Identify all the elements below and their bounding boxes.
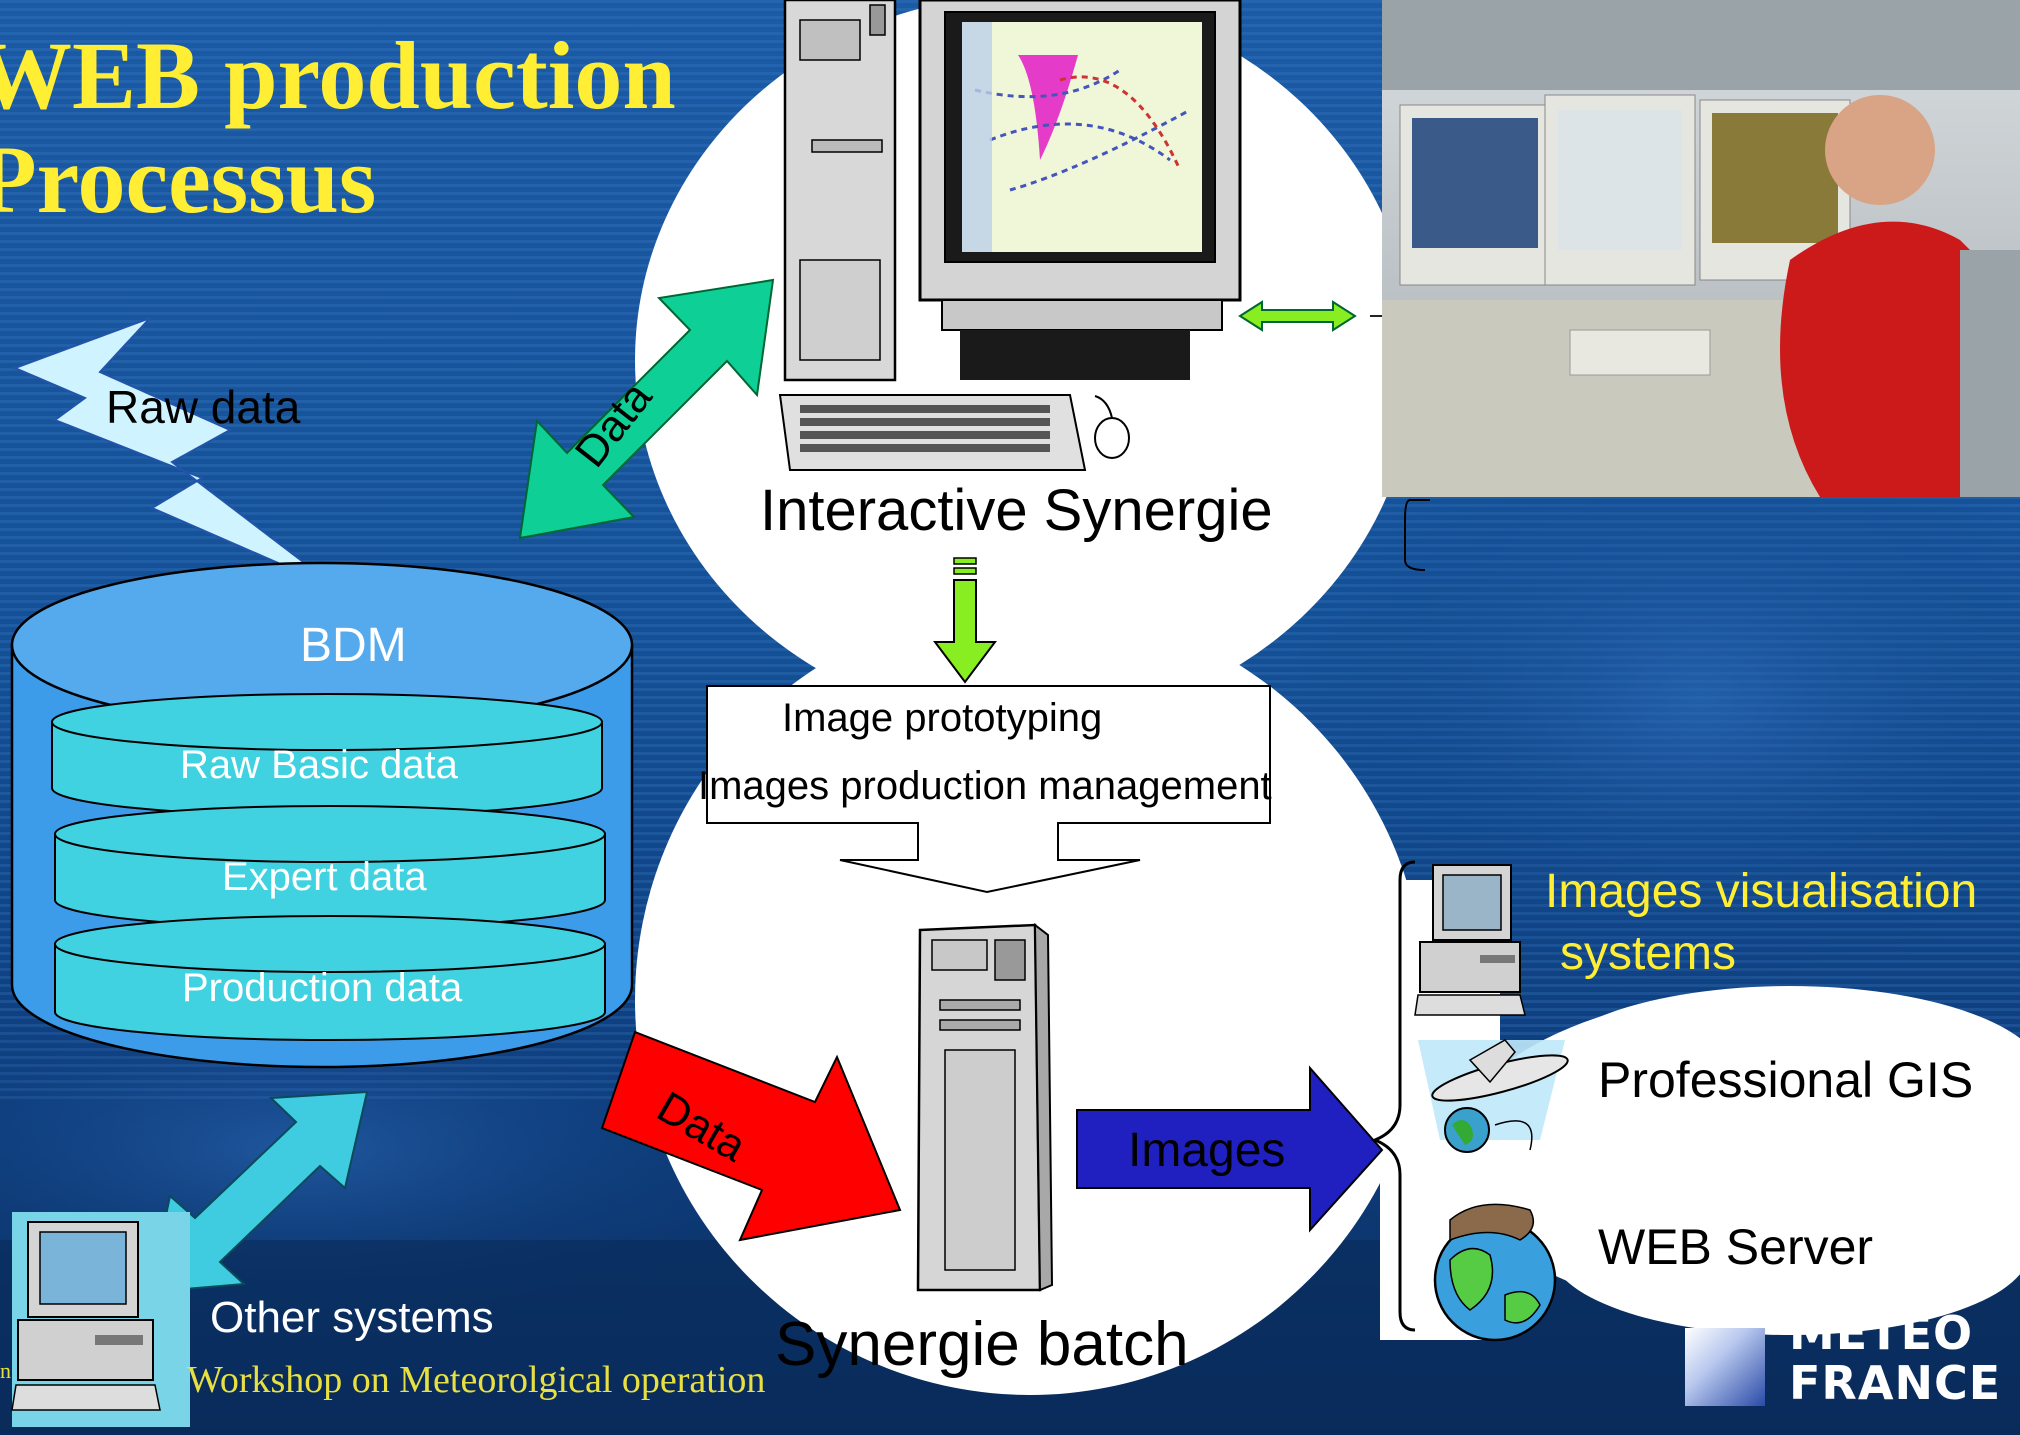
db-layer-production: Production data [182,966,463,1010]
process-label-management: Images production management [698,764,1272,808]
footer-fragment: n [0,1358,11,1383]
other-systems-computer-icon [11,1212,190,1427]
synergie-batch-label: Synergie batch [775,1310,1189,1379]
other-systems-label: Other systems [210,1293,494,1342]
targets-brace [1370,860,1416,1332]
visualisation-label-line2: systems [1560,927,1737,980]
workstation-icon [778,0,1242,471]
db-layer-expert: Expert data [222,855,427,899]
process-label-prototyping: Image prototyping [782,696,1103,740]
photo-link-arrow [1238,300,1357,332]
bdm-database [10,561,634,1069]
server-icon [916,922,1054,1292]
logo-text-line1: METEO [1789,1306,1974,1360]
operator-photo [1382,0,2020,497]
page-subtitle: Processus [0,126,377,233]
logo-mark [1685,1328,1765,1406]
bdm-label: BDM [300,619,407,672]
meteo-france-logo: METEO FRANCE [1685,1306,2000,1410]
target-web-server: WEB Server [1598,1219,1874,1275]
data-arrow-green [518,278,775,540]
visualisation-label-line1: Images visualisation [1545,865,1978,918]
gis-bubble [1535,986,2020,1170]
db-layer-raw-basic: Raw Basic data [180,743,458,787]
visualisation-computer-icon [1414,864,1526,1016]
target-professional-gis: Professional GIS [1598,1052,1974,1108]
web-bubble [1550,1165,2020,1335]
page-title: WEB production [0,22,676,129]
flow-down-arrow [933,557,997,684]
raw-data-label: Raw data [106,381,301,433]
photo-brace [1404,499,1430,571]
background-swirl [1280,400,2020,1000]
data-arrow-red [600,1030,902,1242]
footer-text: Workshop on Meteorolgical operation [187,1359,766,1401]
airplane-globe-icon [1418,1039,1569,1153]
images-arrow [1076,1065,1384,1233]
interactive-synergie-label: Interactive Synergie [760,478,1273,543]
logo-text-line2: FRANCE [1789,1356,2002,1410]
arrow-label-images: Images [1128,1124,1286,1177]
process-box [706,685,1271,894]
globe-icon [1433,1203,1557,1342]
